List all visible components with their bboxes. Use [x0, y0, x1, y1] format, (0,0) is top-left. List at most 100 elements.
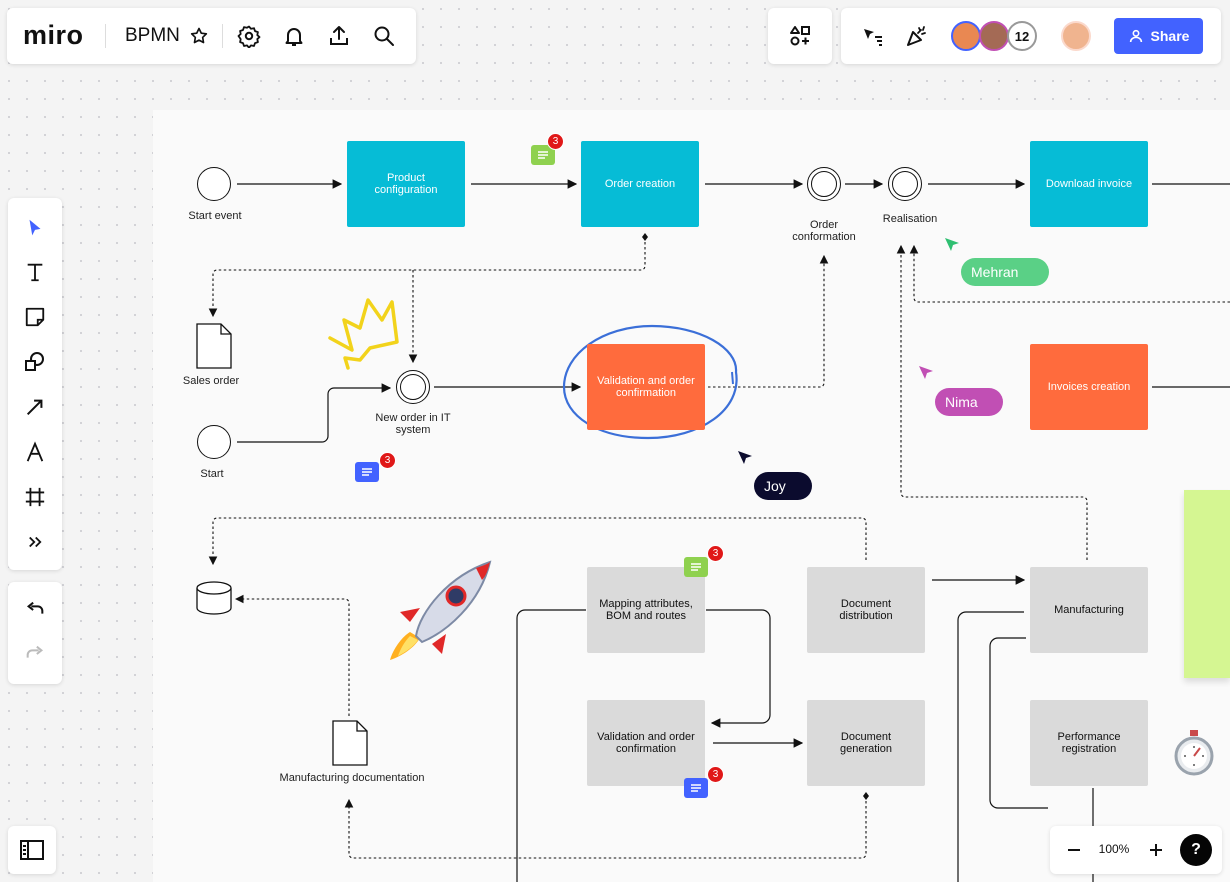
- comment-count-badge: 3: [707, 766, 724, 783]
- more-tools[interactable]: [8, 522, 62, 562]
- sidebar-icon: [18, 836, 46, 864]
- arrow-icon: [26, 399, 43, 416]
- comment-bubble[interactable]: [355, 462, 379, 482]
- search-icon[interactable]: [370, 22, 398, 50]
- comment-count-badge: 3: [547, 133, 564, 150]
- stopwatch-sticker[interactable]: [1172, 728, 1216, 776]
- download-invoice-task[interactable]: Download invoice: [1030, 141, 1148, 227]
- undo-button[interactable]: [8, 590, 62, 630]
- redo-icon: [26, 645, 44, 658]
- manufacturing-documentation-label: Manufacturing documentation: [279, 772, 425, 784]
- new-order-label: New order in IT system: [375, 412, 451, 436]
- cursor-icon: [945, 238, 959, 251]
- cursor-follow-icon[interactable]: [859, 22, 887, 50]
- comment-count-badge: 3: [379, 452, 396, 469]
- comment-bubble[interactable]: [684, 557, 708, 577]
- top-left-toolbar: miro BPMN: [7, 8, 416, 64]
- bell-icon[interactable]: [280, 22, 308, 50]
- sales-order-document[interactable]: [196, 323, 232, 369]
- manufacturing-task[interactable]: Manufacturing: [1030, 567, 1148, 653]
- redo-button[interactable]: [8, 634, 62, 674]
- frame-icon: [25, 487, 45, 507]
- plus-icon: [1150, 844, 1162, 856]
- performance-registration-task[interactable]: Performance registration: [1030, 700, 1148, 786]
- sticky-note-icon: [25, 307, 45, 327]
- cursor-label-nima: Nima: [935, 388, 1003, 416]
- comment-bubble[interactable]: [531, 145, 555, 165]
- comment-icon: [362, 468, 372, 476]
- sticky-note[interactable]: [1184, 490, 1230, 678]
- collaboration-panel: 12 Share: [841, 8, 1221, 64]
- connector-tool[interactable]: [8, 387, 62, 427]
- undo-icon: [26, 601, 44, 614]
- shapes-tool[interactable]: [8, 342, 62, 382]
- rocket-sticker[interactable]: [386, 556, 502, 666]
- pen-icon: [26, 441, 44, 462]
- comment-icon: [691, 784, 701, 792]
- cursor-icon: [738, 451, 752, 464]
- tools-panel: [8, 198, 62, 570]
- start-label: Start: [200, 468, 224, 480]
- realisation-label: Realisation: [882, 213, 938, 225]
- avatar[interactable]: [1061, 21, 1091, 51]
- product-configuration-task[interactable]: Product configuration: [347, 141, 465, 227]
- document-distribution-task[interactable]: Document distribution: [807, 567, 925, 653]
- comment-count-badge: 3: [707, 545, 724, 562]
- sales-order-label: Sales order: [182, 375, 240, 387]
- upload-icon[interactable]: [325, 22, 353, 50]
- board-title[interactable]: BPMN: [125, 25, 180, 46]
- frame-tool[interactable]: [8, 477, 62, 517]
- user-icon: [1129, 29, 1142, 43]
- avatar[interactable]: [951, 21, 981, 51]
- pointer-icon: [29, 219, 41, 236]
- start-circle[interactable]: [197, 425, 231, 459]
- celebrate-icon[interactable]: [903, 22, 931, 50]
- manufacturing-documentation-document[interactable]: [332, 720, 368, 766]
- shapes-icon: [25, 352, 44, 371]
- share-button[interactable]: Share: [1114, 18, 1203, 54]
- cursor-label-joy: Joy: [754, 472, 812, 500]
- start-event-label: Start event: [188, 210, 242, 222]
- realisation-event[interactable]: [888, 167, 922, 201]
- divider: [105, 24, 106, 48]
- apps-panel: [768, 8, 832, 64]
- mapping-attributes-task[interactable]: Mapping attributes, BOM and routes: [587, 567, 705, 653]
- invoices-creation-task[interactable]: Invoices creation: [1030, 344, 1148, 430]
- divider: [222, 24, 223, 48]
- document-icon: [332, 720, 368, 766]
- start-event-circle[interactable]: [197, 167, 231, 201]
- board-panel-toggle[interactable]: [8, 826, 56, 874]
- sticky-note-tool[interactable]: [8, 297, 62, 337]
- select-tool[interactable]: [8, 208, 62, 248]
- comment-icon: [538, 151, 548, 159]
- validation-order-confirmation-task-2[interactable]: Validation and order confirmation: [587, 700, 705, 786]
- cursor-icon: [919, 366, 933, 379]
- new-order-event[interactable]: [396, 370, 430, 404]
- zoom-out-button[interactable]: [1062, 838, 1086, 862]
- order-conformation-label: Order conformation: [792, 219, 856, 243]
- shapes-plus-icon[interactable]: [786, 22, 814, 50]
- document-generation-task[interactable]: Document generation: [807, 700, 925, 786]
- help-button[interactable]: ?: [1180, 834, 1212, 866]
- order-creation-task[interactable]: Order creation: [581, 141, 699, 227]
- zoom-in-button[interactable]: [1144, 838, 1168, 862]
- pen-tool[interactable]: [8, 432, 62, 472]
- database-store[interactable]: [196, 581, 232, 615]
- double-chevron-icon: [29, 536, 42, 548]
- document-icon: [196, 323, 232, 369]
- order-conformation-event[interactable]: [807, 167, 841, 201]
- minus-icon: [1068, 849, 1080, 851]
- validation-order-confirmation-task[interactable]: Validation and order confirmation: [587, 344, 705, 430]
- miro-logo[interactable]: miro: [23, 20, 84, 50]
- star-icon[interactable]: [187, 24, 211, 48]
- history-panel: [8, 582, 62, 684]
- comment-bubble[interactable]: [684, 778, 708, 798]
- zoom-level[interactable]: 100%: [1098, 842, 1130, 856]
- text-tool[interactable]: [8, 252, 62, 292]
- cursor-label-mehran: Mehran: [961, 258, 1049, 286]
- share-label: Share: [1150, 28, 1190, 44]
- gear-icon[interactable]: [235, 22, 263, 50]
- collaborator-count[interactable]: 12: [1007, 21, 1037, 51]
- zoom-panel: 100% ?: [1050, 826, 1222, 874]
